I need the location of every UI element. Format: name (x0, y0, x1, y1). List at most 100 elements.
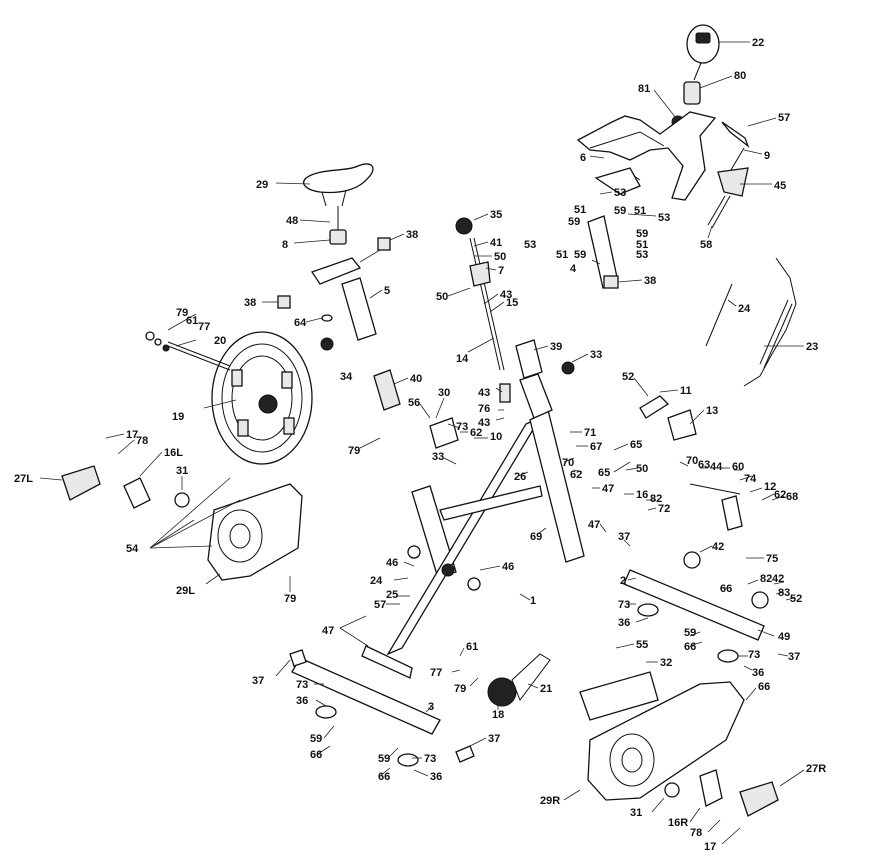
part-label: 24 (370, 575, 383, 587)
parts-drawing (61, 24, 797, 817)
part-label: 15 (506, 297, 518, 309)
part-label: 41 (490, 237, 502, 249)
part-label: 16 (636, 489, 648, 501)
part-label: 51 (574, 204, 586, 216)
part-label: 37 (618, 531, 630, 543)
part-label: 33 (432, 451, 444, 463)
seat-clamp (329, 229, 347, 245)
part-label: 25 (386, 589, 398, 601)
part-label: 51 (556, 249, 568, 261)
part-label: 82 (650, 493, 662, 505)
part-label: 66 (310, 749, 322, 761)
resistance-cable (743, 257, 797, 387)
part-label: 51 (634, 205, 646, 217)
left-chain-cover (207, 483, 303, 581)
foot-36c (637, 603, 659, 617)
part-label: 6 (580, 152, 586, 164)
part-label: 59 (636, 228, 648, 240)
part-label: 57 (374, 599, 386, 611)
part-label: 43 (478, 417, 490, 429)
part-label: 43 (500, 289, 512, 301)
part-label: 29R (540, 795, 560, 807)
tension-bracket (469, 261, 491, 287)
part-label: 67 (590, 441, 602, 453)
part-label: 24 (738, 303, 751, 315)
part-label: 77 (198, 321, 210, 333)
part-label: 57 (778, 112, 790, 124)
part-label: 38 (244, 297, 256, 309)
seat (303, 163, 374, 194)
part-label: 42 (772, 573, 784, 585)
part-label: 20 (214, 335, 226, 347)
part-label: 65 (598, 467, 610, 479)
part-label: 36 (430, 771, 442, 783)
foot-36a (315, 705, 337, 719)
part-label: 27L (14, 473, 33, 485)
slider-cap-left (277, 295, 291, 309)
part-label: 30 (438, 387, 450, 399)
part-label: 17 (704, 841, 716, 853)
part-label: 81 (638, 83, 650, 95)
part-label: 1 (530, 595, 536, 607)
part-label: 65 (630, 439, 642, 451)
part-label: 46 (386, 557, 398, 569)
part-label: 51 (636, 239, 648, 251)
part-label: 83 (778, 587, 790, 599)
console-bracket (683, 81, 701, 105)
part-label: 53 (524, 239, 536, 251)
seat-slider (310, 257, 362, 285)
part-label: 16R (668, 817, 688, 829)
part-label: 7 (498, 265, 504, 277)
part-label: 26 (514, 471, 526, 483)
part-label: 29 (256, 179, 268, 191)
part-label: 38 (644, 275, 656, 287)
part-label: 50 (436, 291, 448, 303)
part-label: 66 (378, 771, 390, 783)
part-label: 82 (760, 573, 772, 585)
part-label: 63 (698, 459, 710, 471)
left-pedal (61, 465, 101, 501)
part-label: 34 (340, 371, 353, 383)
part-label: 79 (176, 307, 188, 319)
part-label: 71 (584, 427, 596, 439)
part-label: 47 (602, 483, 614, 495)
tension-knob (455, 217, 473, 235)
bracket-12 (721, 495, 743, 531)
bracket-11 (639, 395, 670, 419)
part-label: 21 (540, 683, 552, 695)
part-label: 31 (176, 465, 188, 477)
riser (515, 339, 543, 379)
chain (511, 653, 551, 702)
part-label: 22 (752, 37, 764, 49)
part-label: 68 (786, 491, 798, 503)
part-label: 47 (588, 519, 600, 531)
part-label: 37 (488, 733, 500, 745)
part-label: 62 (570, 469, 582, 481)
part-label: 59 (310, 733, 322, 745)
part-label: 75 (766, 553, 778, 565)
part-label: 50 (494, 251, 506, 263)
part-label: 42 (712, 541, 724, 553)
right-pedal (739, 781, 779, 817)
part-label: 73 (618, 599, 630, 611)
part-label: 4 (570, 263, 577, 275)
part-label: 23 (806, 341, 818, 353)
part-label: 62 (774, 489, 786, 501)
frame-cross (439, 485, 543, 521)
left-crank (123, 477, 151, 509)
part-label: 18 (492, 709, 504, 721)
part-label: 58 (700, 239, 712, 251)
part-label: 66 (720, 583, 732, 595)
part-label: 70 (686, 455, 698, 467)
part-label: 64 (294, 317, 307, 329)
part-label: 59 (574, 249, 586, 261)
part-label: 47 (322, 625, 334, 637)
part-label: 5 (384, 285, 390, 297)
right-crank (699, 769, 723, 807)
brake-pad (429, 417, 459, 449)
part-label: 72 (658, 503, 670, 515)
part-label: 73 (748, 649, 760, 661)
part-label: 38 (406, 229, 418, 241)
part-label: 66 (758, 681, 770, 693)
rear-stabilizer (291, 657, 441, 735)
